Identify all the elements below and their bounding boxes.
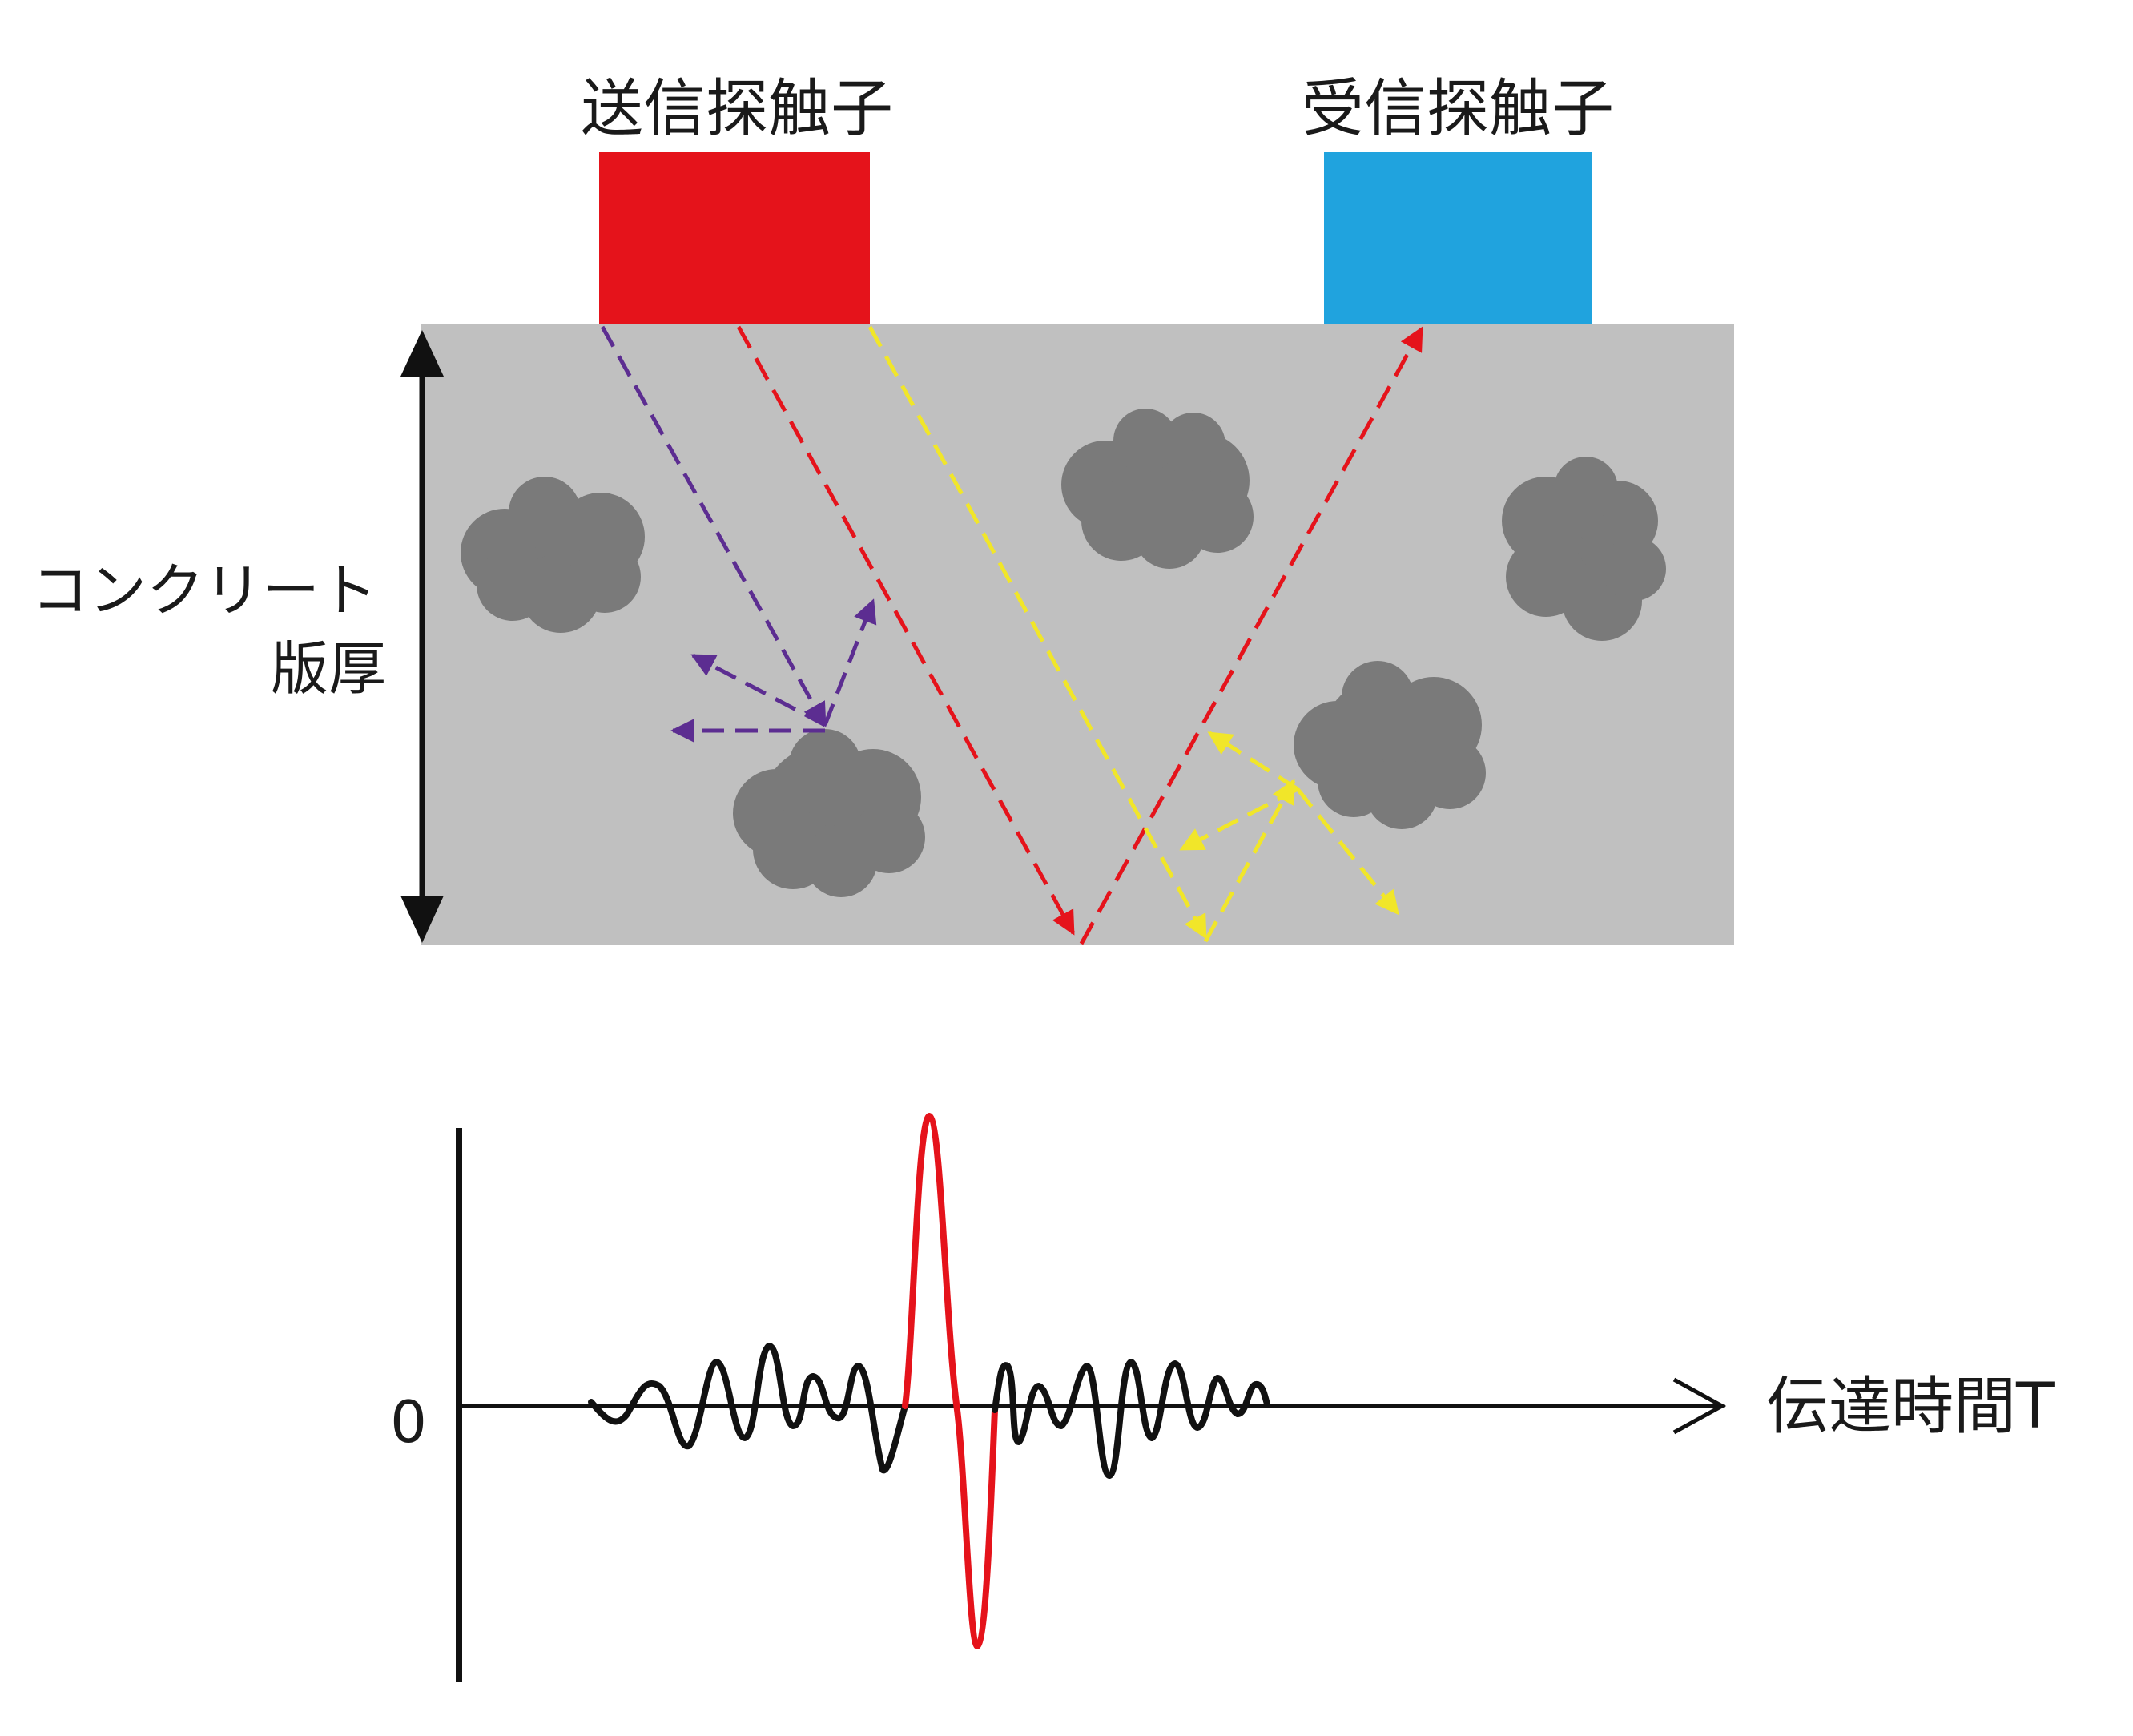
time-axis-arrowhead bbox=[1672, 1377, 1727, 1435]
secondary-rays bbox=[867, 325, 1399, 943]
waveform-tail bbox=[1254, 1381, 1270, 1407]
main-reflected-ray bbox=[1079, 326, 1424, 945]
origin-label: 0 bbox=[390, 1388, 427, 1456]
waveform-noise-left bbox=[588, 1343, 908, 1474]
receiver-label: 受信探触子 bbox=[1302, 73, 1614, 145]
slab-thickness-label-line2: 版厚 bbox=[271, 635, 386, 703]
thickness-arrow-top bbox=[400, 330, 444, 377]
aggregate-2 bbox=[1061, 409, 1254, 569]
scattered-ray-3 bbox=[823, 598, 877, 726]
aggregate-4 bbox=[1294, 661, 1486, 829]
waveform-echo bbox=[902, 1113, 998, 1649]
time-axis-label: 伝達時間T bbox=[1766, 1371, 2055, 1443]
main-incident-ray bbox=[736, 325, 1076, 936]
transmitter-probe bbox=[599, 152, 870, 325]
secondary-scatter-2 bbox=[1179, 787, 1299, 852]
slab-thickness-label-line1: コンクリート bbox=[31, 557, 377, 624]
secondary-incident-ray bbox=[867, 325, 1208, 940]
scattered-rays bbox=[600, 325, 877, 743]
receiver-probe bbox=[1324, 152, 1592, 325]
secondary-scatter-1 bbox=[1207, 731, 1299, 791]
secondary-scatter-3 bbox=[1296, 787, 1399, 916]
aggregate-3 bbox=[1502, 457, 1666, 641]
concrete-slab bbox=[421, 324, 1734, 945]
aggregate-1 bbox=[461, 477, 645, 633]
waveform-noise-right bbox=[992, 1359, 1261, 1479]
scattered-incident-ray bbox=[600, 325, 827, 727]
transmitter-label: 送信探触子 bbox=[581, 73, 893, 145]
thickness-arrow-bottom bbox=[400, 896, 444, 943]
scattered-ray-1 bbox=[690, 653, 827, 727]
main-reflection-ray bbox=[736, 325, 1424, 945]
aggregate-5 bbox=[733, 729, 925, 897]
secondary-reflected-ray bbox=[1203, 779, 1296, 943]
